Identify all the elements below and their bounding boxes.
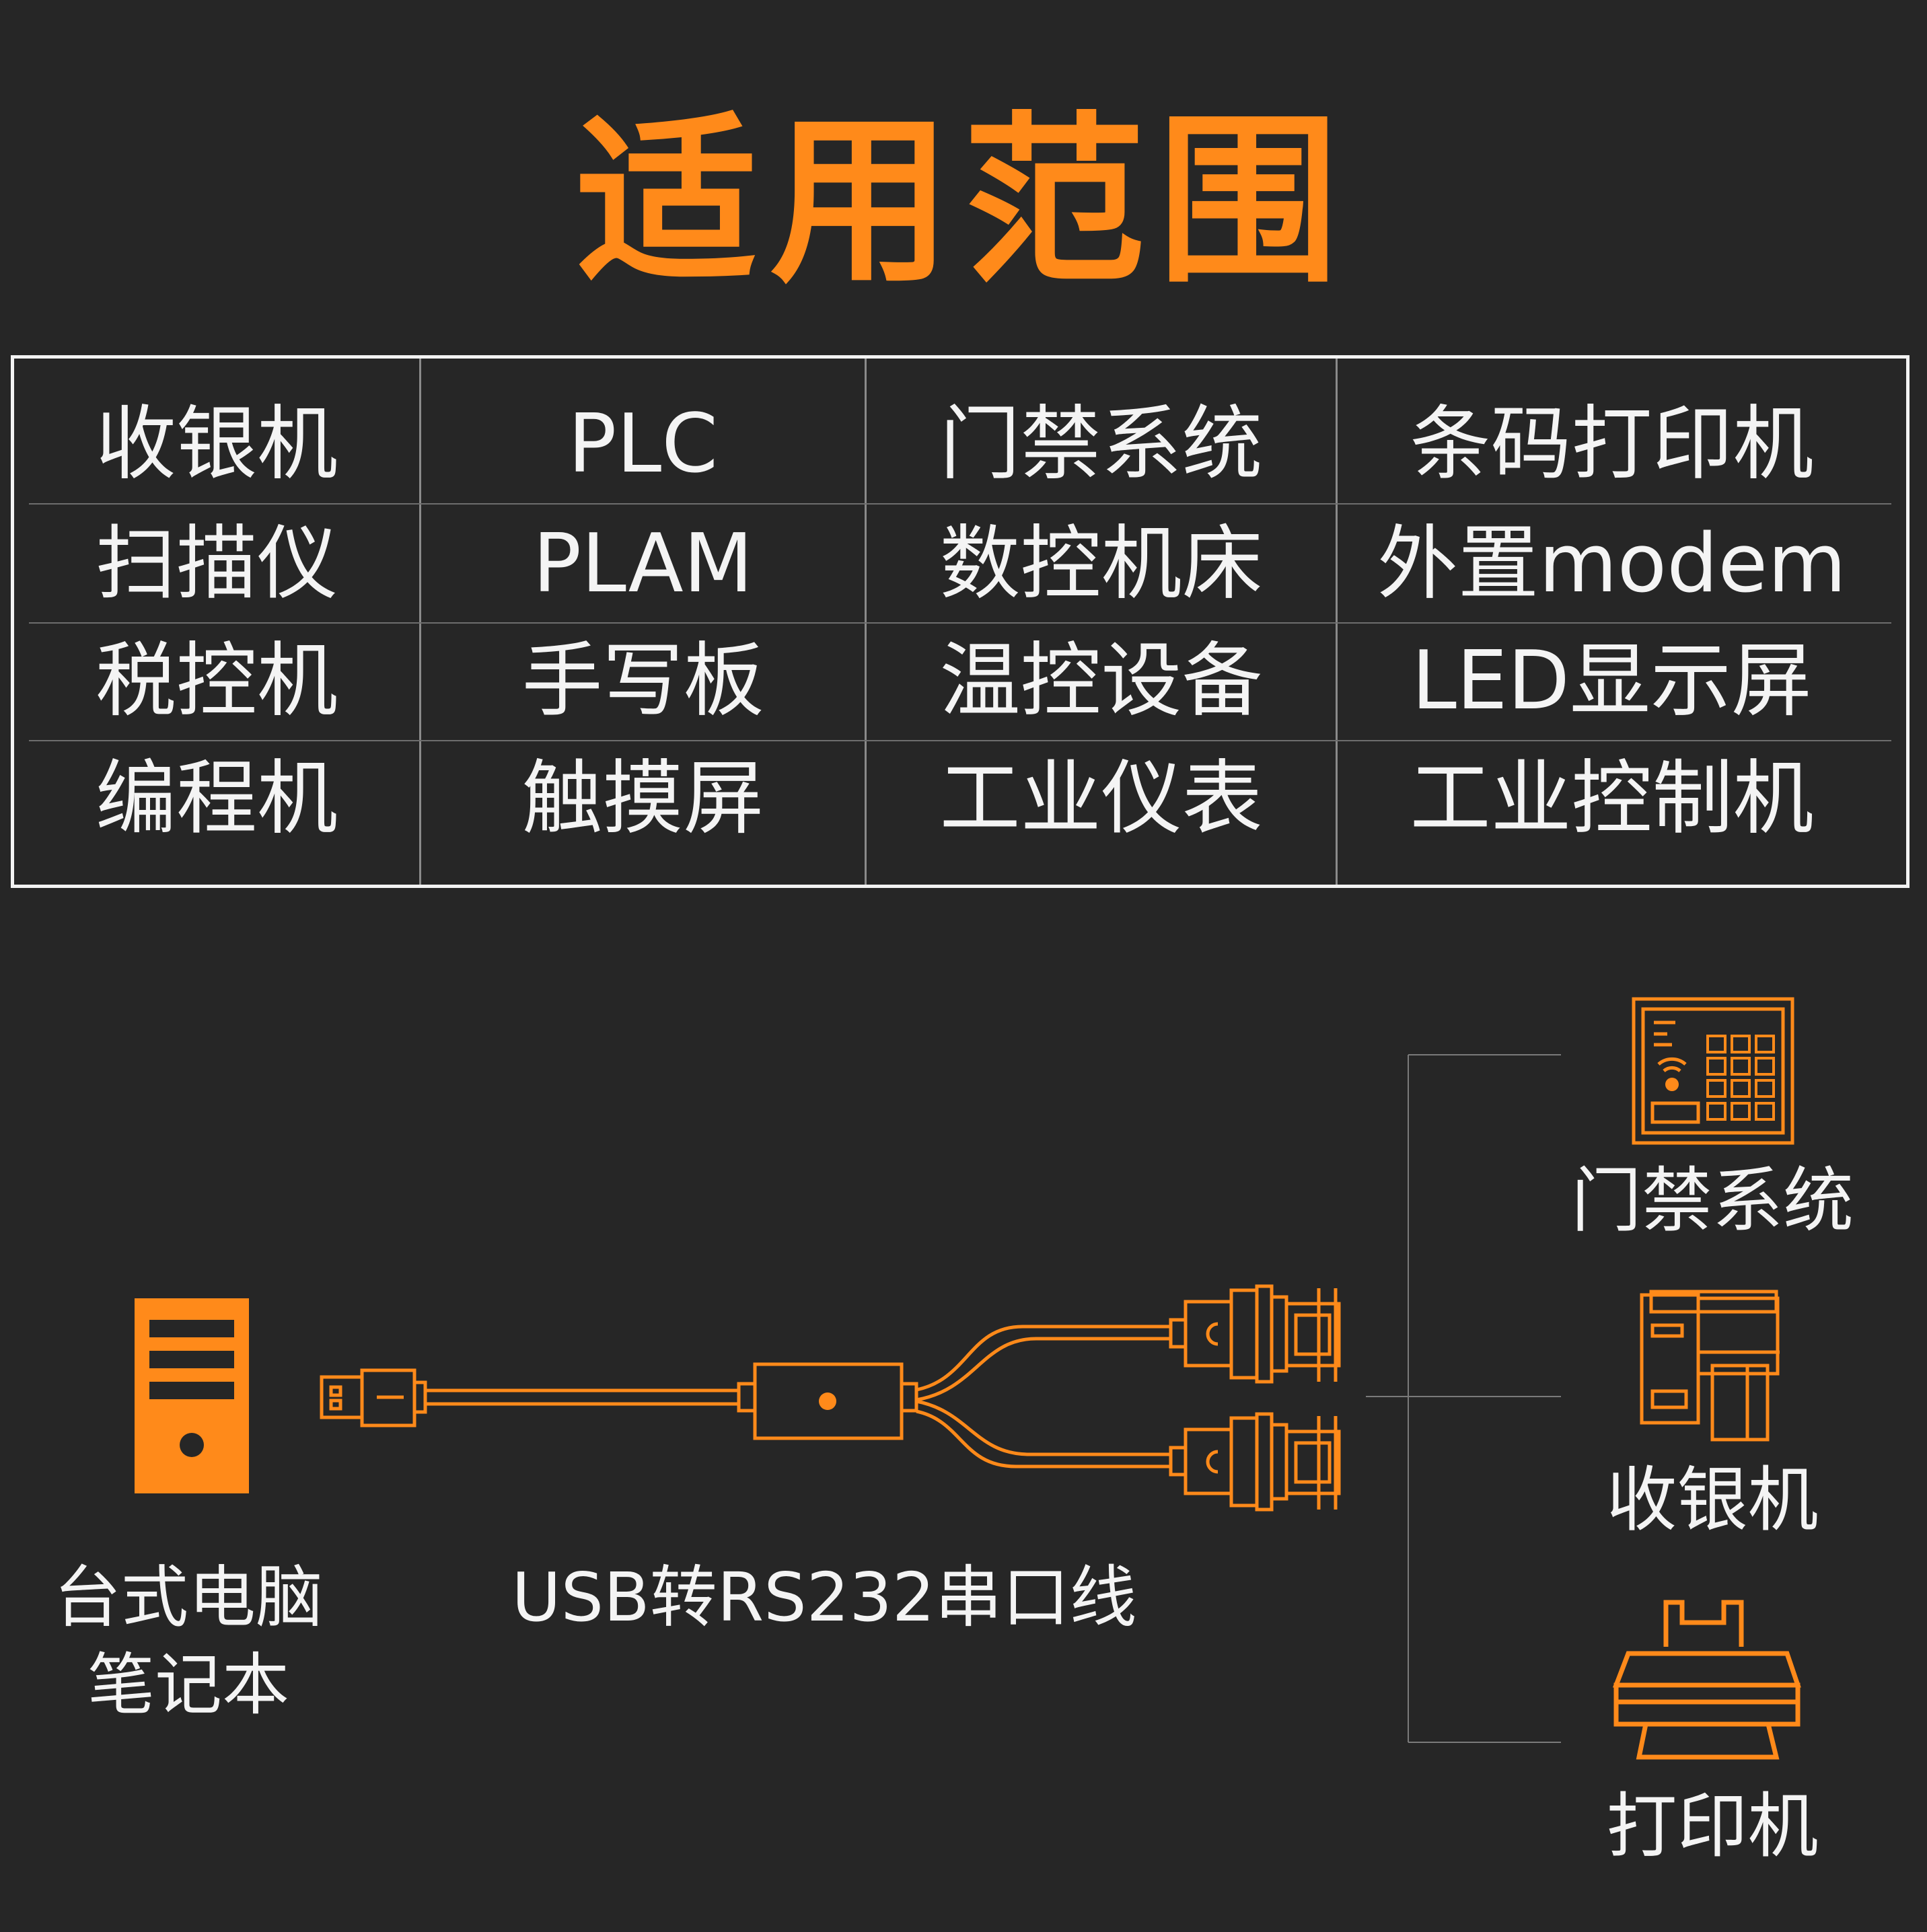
table-cell: LED显示屏	[1411, 634, 1813, 728]
usb-rs232-cable-icon	[320, 1284, 1341, 1512]
table-cell: 收银机	[96, 398, 338, 491]
table-cell: 外置modem	[1377, 517, 1847, 611]
table-cell: 工业仪表	[939, 752, 1263, 846]
table-cell: 编程机	[96, 752, 338, 846]
device-label-cash-register: 收银机	[1606, 1459, 1819, 1541]
application-table: 收银机 PLC 门禁系统 条码打印机 扫描仪 PLAM 数控机床 外置modem…	[11, 355, 1910, 888]
row-divider	[29, 622, 1891, 624]
device-label-access-control: 门禁系统	[1570, 1160, 1854, 1242]
table-cell: 温控设备	[939, 634, 1263, 728]
table-cell: 数控机床	[939, 517, 1263, 611]
computer-label-line1: 台式电脑	[54, 1558, 323, 1637]
table-cell: PLAM	[532, 517, 754, 611]
device-bracket	[1366, 1054, 1561, 1743]
access-control-keypad-icon	[1632, 997, 1794, 1145]
computer-label-line2: 笔记本	[87, 1645, 289, 1724]
table-cell: 税控机	[96, 634, 338, 728]
row-divider	[29, 503, 1891, 505]
page-title: 适用范围	[576, 96, 1351, 307]
desktop-computer-icon	[135, 1298, 249, 1493]
table-cell: 扫描仪	[96, 517, 338, 611]
cash-register-icon	[1640, 1290, 1780, 1442]
table-cell: 触摸屏	[521, 752, 764, 846]
device-label-printer: 打印机	[1606, 1785, 1819, 1867]
row-divider	[29, 740, 1891, 741]
column-divider	[419, 359, 421, 885]
table-cell: 条码打印机	[1410, 398, 1814, 491]
cable-label: USB转RS232串口线	[511, 1558, 1137, 1637]
table-cell: PLC	[567, 398, 718, 491]
table-cell: 工业控制机	[1410, 752, 1814, 846]
table-cell: 手写板	[521, 634, 764, 728]
column-divider	[1336, 359, 1338, 885]
table-cell: 门禁系统	[939, 398, 1263, 491]
printer-icon	[1612, 1600, 1801, 1760]
column-divider	[865, 359, 867, 885]
